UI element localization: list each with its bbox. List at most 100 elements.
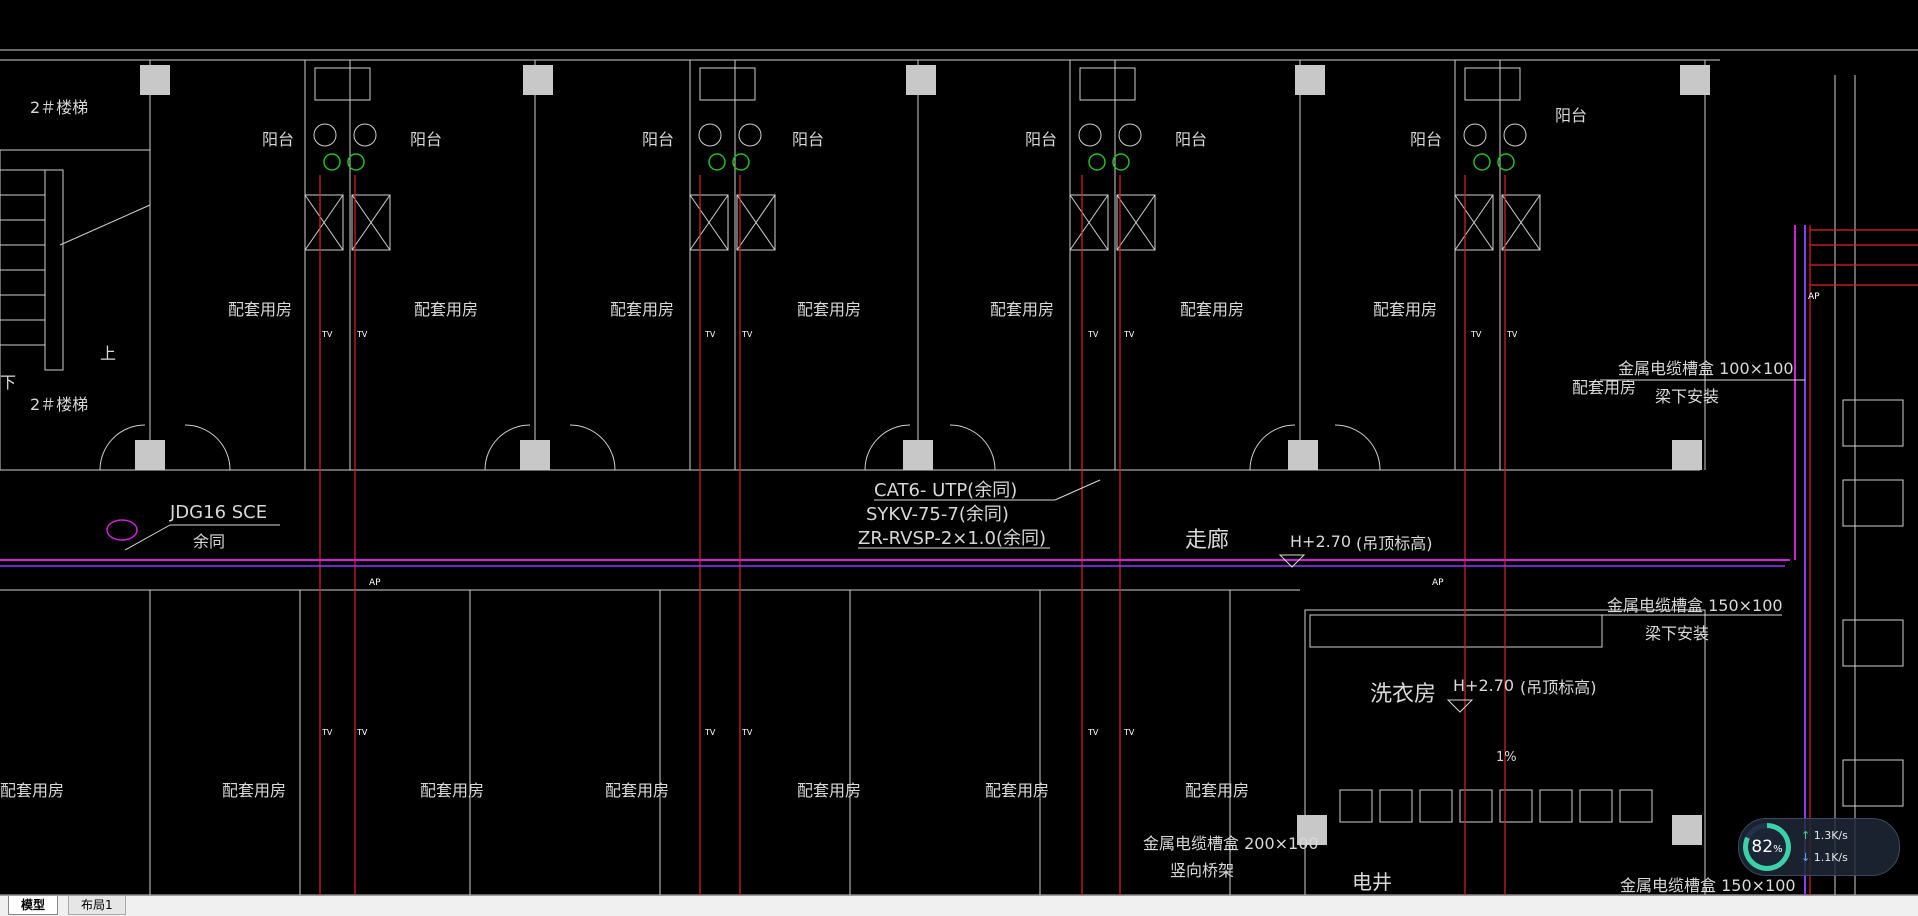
- upload-speed: 1.3K/s: [1813, 829, 1848, 842]
- tv-outlet-label: TV: [1507, 330, 1518, 339]
- shaft-cross: [736, 194, 776, 251]
- balcony-label-3: 阳台: [642, 130, 675, 149]
- usage-percent: 82: [1751, 837, 1774, 857]
- washing-machine: [1459, 789, 1493, 823]
- slope-label: 1%: [1496, 750, 1517, 765]
- tv-outlet-label: TV: [322, 330, 333, 339]
- support-room-l3: 配套用房: [420, 781, 485, 800]
- support-room-l4: 配套用房: [605, 781, 670, 800]
- shaft-cross: [304, 194, 344, 251]
- elevation-marker: [1446, 699, 1474, 713]
- tray-150-bottom-label: 金属电缆槽盒 150×100: [1620, 876, 1796, 895]
- tray-100-label: 金属电缆槽盒 100×100: [1618, 359, 1794, 378]
- tab-model[interactable]: 模型: [8, 896, 59, 915]
- cad-drawing-canvas[interactable]: 2＃楼梯 2＃楼梯 下 上 阳台 阳台 阳台 阳台 阳台 阳台 阳台 阳台 配套…: [0, 0, 1918, 895]
- stair-label-lower: 2＃楼梯: [30, 395, 89, 414]
- basin-fixture: [1503, 123, 1527, 147]
- annotation-leader: [124, 524, 171, 551]
- fixture-circle: [347, 153, 365, 171]
- shaft-cross: [689, 194, 729, 251]
- support-room-u8: 配套用房: [1572, 378, 1637, 397]
- support-room-l2: 配套用房: [222, 781, 287, 800]
- ap-marker-corridor-right: AP: [1432, 578, 1444, 588]
- stair-up-label: 上: [100, 344, 117, 363]
- shaft-box: [1116, 194, 1156, 251]
- door-swing: [569, 424, 616, 471]
- washing-machine: [1419, 789, 1453, 823]
- fixture-circle: [732, 153, 750, 171]
- support-room-l5: 配套用房: [797, 781, 862, 800]
- door-swing: [949, 424, 996, 471]
- basin-fixture: [1118, 123, 1142, 147]
- download-arrow-icon: ↓: [1801, 851, 1811, 864]
- ap-marker-corridor-left: AP: [369, 578, 381, 588]
- structural-column: [140, 65, 170, 95]
- sykv-annotation: SYKV-75-7(余同): [866, 504, 1009, 525]
- shaft-box: [736, 194, 776, 251]
- washing-machine: [1539, 789, 1573, 823]
- shaft-cross: [1501, 194, 1541, 251]
- stair-stringer: [44, 169, 64, 371]
- structural-column: [1295, 65, 1325, 95]
- balcony-label-2: 阳台: [410, 130, 443, 149]
- junction-box: [106, 519, 138, 541]
- jdg-annotation-line2: 余同: [193, 532, 226, 551]
- upload-arrow-icon: ↑: [1801, 829, 1811, 842]
- sink-fixture: [314, 67, 371, 101]
- balcony-label-5: 阳台: [1025, 130, 1058, 149]
- basin-fixture: [738, 123, 762, 147]
- support-room-u6: 配套用房: [1180, 300, 1245, 319]
- basin-fixture: [353, 123, 377, 147]
- tv-outlet-label: TV: [742, 728, 753, 737]
- structural-column: [1672, 440, 1702, 470]
- tray-200-note: 竖向桥架: [1170, 861, 1235, 880]
- support-room-u5: 配套用房: [990, 300, 1055, 319]
- shaft-label: 电井: [1352, 870, 1392, 894]
- support-room-u2: 配套用房: [414, 300, 479, 319]
- network-speed-widget[interactable]: 82% ↑ 1.3K/s ↓ 1.1K/s: [1738, 818, 1900, 876]
- shaft-cross: [1116, 194, 1156, 251]
- laundry-label: 洗衣房: [1370, 682, 1437, 707]
- basin-fixture: [1463, 123, 1487, 147]
- shaft-box: [1069, 194, 1109, 251]
- tv-outlet-label: TV: [1088, 728, 1099, 737]
- shaft-box: [351, 194, 391, 251]
- structural-column: [1288, 440, 1318, 470]
- window-frame: [1842, 759, 1904, 807]
- support-room-l7: 配套用房: [1185, 781, 1250, 800]
- tv-outlet-label: TV: [357, 330, 368, 339]
- structural-column: [520, 440, 550, 470]
- percent-sign: %: [1773, 844, 1783, 855]
- door-swing: [864, 424, 911, 471]
- tab-layout1[interactable]: 布局1: [68, 896, 126, 915]
- structural-column: [903, 440, 933, 470]
- tv-outlet-label: TV: [322, 728, 333, 737]
- support-room-u1: 配套用房: [228, 300, 293, 319]
- annotation-leader: [1054, 479, 1101, 501]
- shaft-cross: [1069, 194, 1109, 251]
- balcony-label-8: 阳台: [1555, 106, 1588, 125]
- cpu-usage-gauge: 82%: [1743, 823, 1791, 871]
- support-room-l6: 配套用房: [985, 781, 1050, 800]
- balcony-label-7: 阳台: [1410, 130, 1443, 149]
- balcony-label-6: 阳台: [1175, 130, 1208, 149]
- fixture-circle: [1088, 153, 1106, 171]
- tray-150-label: 金属电缆槽盒 150×100: [1607, 596, 1783, 615]
- shaft-box: [304, 194, 344, 251]
- door-swing: [99, 424, 146, 471]
- tv-outlet-label: TV: [1124, 728, 1135, 737]
- laundry-elevation-note: (吊顶标高): [1520, 678, 1597, 697]
- tv-outlet-label: TV: [705, 330, 716, 339]
- shaft-cross: [1454, 194, 1494, 251]
- structural-column: [135, 440, 165, 470]
- support-room-l1: 配套用房: [0, 781, 65, 800]
- corridor-label: 走廊: [1185, 528, 1230, 553]
- stair-label-upper: 2＃楼梯: [30, 98, 89, 117]
- laundry-counter: [1309, 614, 1603, 648]
- tray-150-note: 梁下安装: [1645, 624, 1710, 643]
- structural-column: [1297, 815, 1327, 845]
- shaft-box: [1501, 194, 1541, 251]
- basin-fixture: [698, 123, 722, 147]
- support-room-u4: 配套用房: [797, 300, 862, 319]
- stair-arrow: [59, 204, 151, 246]
